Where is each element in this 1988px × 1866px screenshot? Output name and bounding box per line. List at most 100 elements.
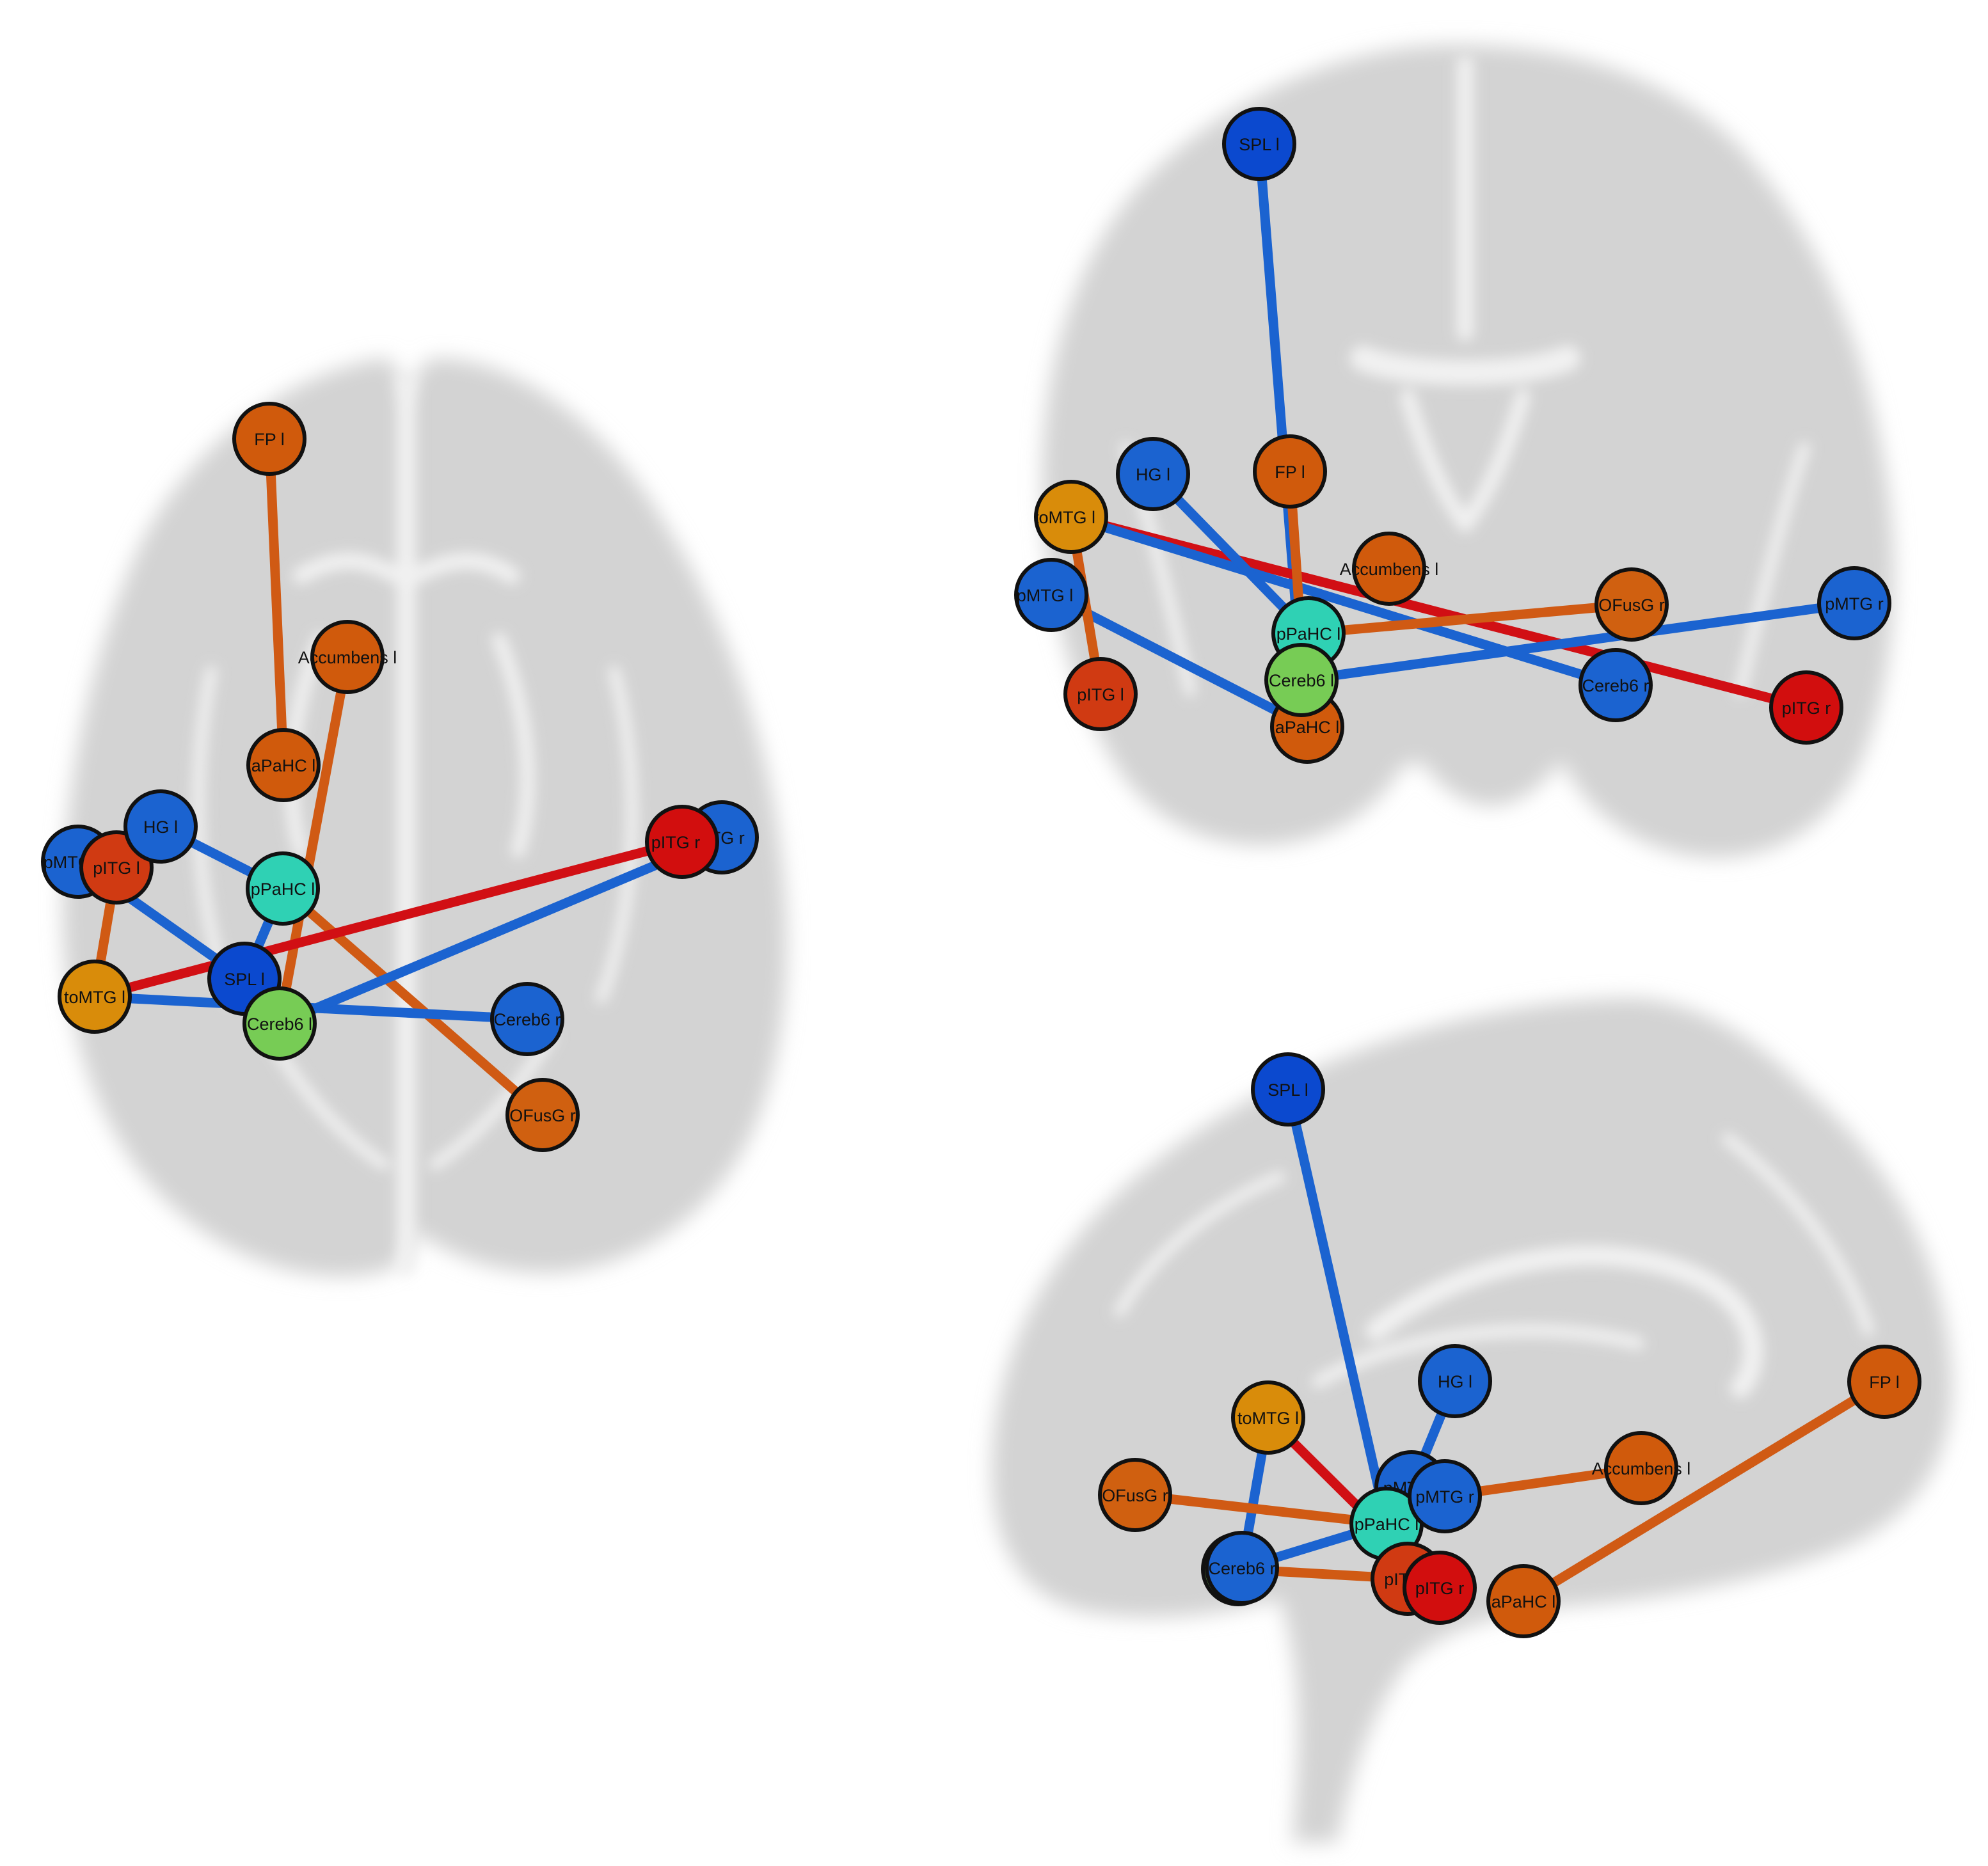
coronal-edge-p-mtgl-a-pa-hcl: [1049, 590, 1310, 731]
axial-node-cereb6l: Cereb6 l: [243, 986, 317, 1061]
axial-node-label: aPaHC l: [251, 756, 316, 775]
coronal-node-label: SPL l: [1239, 135, 1280, 154]
axial-node-label: Accumbens l: [298, 648, 397, 667]
sagittal-node-label: pMTG r: [1415, 1487, 1474, 1506]
coronal-node-circle: [1034, 480, 1108, 554]
coronal-node-circle: [1264, 643, 1339, 717]
sagittal-node-circle: [1251, 1052, 1325, 1127]
sagittal-node-label: HG l: [1438, 1372, 1472, 1391]
coronal-node-spll: SPL l: [1222, 107, 1296, 181]
sagittal-node-label: pITG r: [1415, 1579, 1465, 1598]
coronal-node-circle: [1014, 558, 1088, 632]
coronal-node-circle: [1594, 567, 1669, 642]
axial-node-circle: [505, 1078, 580, 1152]
axial-node-circle: [645, 805, 719, 879]
sagittal-node-label: pPaHC l: [1355, 1515, 1419, 1534]
axial-edge-to-mtgl-p-itgr: [93, 837, 683, 1002]
axial-node-accl: Accumbens l: [298, 620, 397, 694]
sagittal-edge-ofus-gr-p-pa-hcl: [1134, 1490, 1387, 1529]
axial-node-label: OFusG r: [509, 1106, 576, 1125]
sagittal-node-circle: [1205, 1531, 1279, 1605]
axial-node-label: toMTG l: [64, 988, 125, 1007]
sagittal-node-circle: [1418, 1344, 1492, 1418]
coronal-edge-p-pa-hcl-ofus-gr: [1308, 599, 1632, 638]
sagittal-node-p-pa-hcl: pPaHC l: [1349, 1487, 1424, 1561]
sagittal-node-p-itgr: pITG r: [1403, 1551, 1477, 1625]
axial-node-p-pa-hcl: pPaHC l: [246, 851, 320, 926]
sagittal-node-label: Cereb6 r: [1208, 1559, 1275, 1578]
coronal-node-label: toMTG l: [1034, 508, 1095, 527]
coronal-node-circle: [1116, 437, 1190, 511]
sagittal-node-fpl: FP l: [1847, 1345, 1921, 1419]
sagittal-node-accl: Accumbens l: [1592, 1431, 1691, 1505]
sagittal-node-spll: SPL l: [1251, 1052, 1325, 1127]
axial-node-fpl: FP l: [232, 402, 306, 476]
axial-edge-cereb6l-p-mtgr: [278, 833, 724, 1028]
coronal-node-p-itgl: pITG l: [1063, 657, 1138, 731]
coronal-node-ofus-gr: OFusG r: [1594, 567, 1669, 642]
coronal-edge-cereb6l-p-mtgr: [1300, 598, 1856, 685]
coronal-node-p-mtgr: pMTG r: [1817, 566, 1891, 640]
coronal-node-label: pITG r: [1782, 699, 1831, 718]
sagittal-node-label: Accumbens l: [1592, 1459, 1691, 1478]
sagittal-node-circle: [1486, 1564, 1561, 1638]
axial-node-a-pa-hcl: aPaHC l: [246, 728, 321, 802]
sagittal-node-label: FP l: [1869, 1373, 1900, 1392]
coronal-node-label: pMTG r: [1825, 594, 1884, 613]
sagittal-edge-fpl-a-pa-hcl: [1521, 1377, 1887, 1606]
sagittal-nodes: SPL l HG l FP l toMTG l Accumbens l OFusG r pM…: [1098, 1052, 1921, 1638]
coronal-node-circle: [1817, 566, 1891, 640]
coronal-node-label: pITG l: [1077, 685, 1124, 704]
sagittal-node-circle: [1847, 1345, 1921, 1419]
sagittal-node-circle: [1403, 1551, 1477, 1625]
axial-node-circle: [490, 982, 564, 1056]
coronal-node-label: pPaHC l: [1276, 624, 1341, 644]
coronal-brain-silhouette: [1042, 45, 1894, 858]
sagittal-node-hgl: HG l: [1418, 1344, 1492, 1418]
coronal-node-accl: Accumbens l: [1340, 532, 1439, 606]
coronal-node-circle: [1253, 434, 1327, 509]
axial-node-hgl: HG l: [123, 789, 198, 864]
axial-node-ofus-gr: OFusG r: [505, 1078, 580, 1152]
coronal-node-circle: [1769, 670, 1843, 745]
sagittal-node-a-pa-hcl: aPaHC l: [1486, 1564, 1561, 1638]
axial-node-label: pITG l: [93, 858, 140, 878]
axial-node-circle: [310, 620, 385, 694]
axial-node-circle: [246, 728, 321, 802]
sagittal-node-label: toMTG l: [1237, 1409, 1299, 1428]
axial-edge-accl-cereb6l: [274, 656, 353, 1025]
axial-node-label: HG l: [143, 818, 178, 837]
axial-edge-fpl-a-pa-hcl: [264, 438, 289, 766]
sagittal-node-circle: [1604, 1431, 1678, 1505]
axial-node-p-itgr: pITG r: [645, 805, 719, 879]
sagittal-brain-silhouette: [992, 998, 1953, 1842]
axial-node-label: FP l: [254, 430, 285, 449]
axial-node-circle: [58, 960, 132, 1034]
axial-node-circle: [243, 986, 317, 1061]
sagittal-node-to-mtgl: toMTG l: [1231, 1380, 1305, 1455]
axial-node-circle: [246, 851, 320, 926]
coronal-node-circle: [1578, 648, 1653, 722]
coronal-node-circle: [1222, 107, 1296, 181]
sagittal-node-ofus-gr: OFusG r: [1098, 1458, 1172, 1532]
coronal-node-hgl: HG l: [1116, 437, 1190, 511]
coronal-node-label: Accumbens l: [1340, 560, 1439, 579]
coronal-node-label: Cereb6 r: [1582, 676, 1649, 695]
axial-node-label: Cereb6 l: [247, 1015, 312, 1034]
sagittal-node-label: aPaHC l: [1491, 1592, 1556, 1611]
coronal-node-label: HG l: [1136, 465, 1170, 484]
axial-node-label: Cereb6 r: [493, 1010, 561, 1029]
sagittal-node-label: OFusG r: [1102, 1486, 1168, 1505]
sagittal-node-p-mtgr: pMTG r: [1408, 1459, 1482, 1533]
coronal-node-cereb6l: Cereb6 l: [1264, 643, 1339, 717]
coronal-edge-to-mtgl-p-itgr: [1070, 512, 1808, 713]
sagittal-node-circle: [1408, 1459, 1482, 1533]
axial-node-label: pPaHC l: [251, 880, 315, 899]
coronal-node-label: FP l: [1275, 463, 1305, 482]
coronal-edge-to-mtgl-cereb6r: [1069, 512, 1618, 690]
axial-node-label: pITG r: [651, 833, 701, 852]
coronal-edges: [1049, 143, 1856, 731]
sagittal-node-circle: [1231, 1380, 1305, 1455]
